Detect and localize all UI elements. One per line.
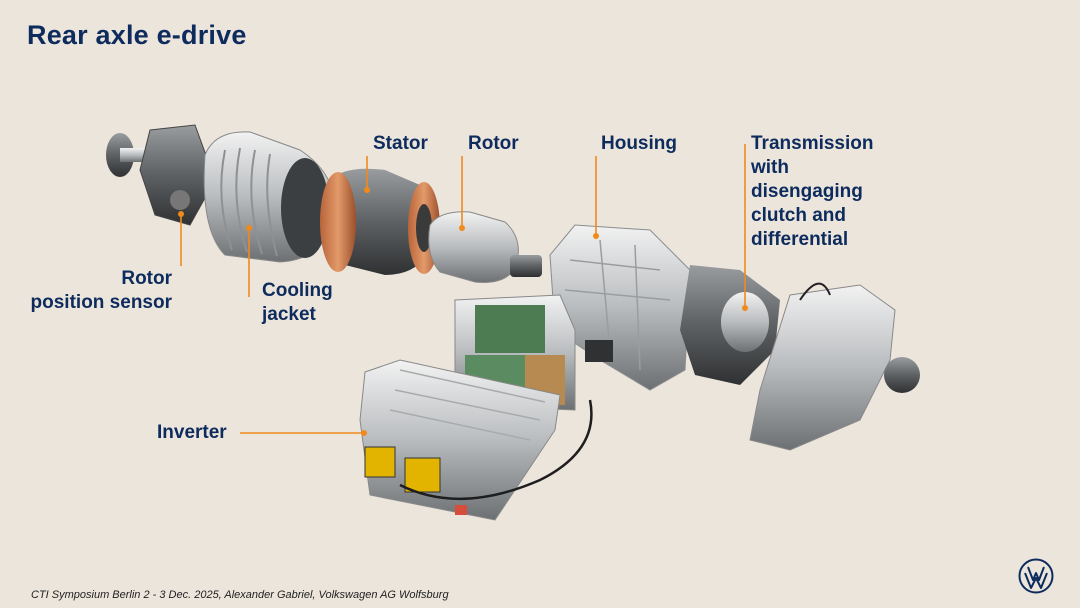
inverter-part <box>359 294 593 521</box>
leader-lines <box>180 144 746 434</box>
transmission-part <box>680 265 920 451</box>
label-housing: Housing <box>601 133 677 154</box>
label-cooling-jacket-line: Cooling <box>262 280 333 301</box>
label-transmission: Transmission with disengaging clutch and… <box>751 132 874 252</box>
label-inverter: Inverter <box>157 422 227 443</box>
label-transmission-line: clutch and <box>751 205 847 226</box>
label-stator: Stator <box>373 133 428 154</box>
stator-part <box>320 168 440 275</box>
label-cooling-jacket: Cooling jacket <box>262 279 333 327</box>
vw-logo-icon <box>1018 558 1054 594</box>
page-title: Rear axle e-drive <box>27 20 247 50</box>
rotor-position-sensor-part <box>106 124 216 226</box>
label-rotor-position-sensor-line: position sensor <box>30 292 172 313</box>
label-transmission-line: with <box>751 157 789 178</box>
label-rotor-position-sensor-line: Rotor <box>121 268 172 289</box>
label-transmission-line: differential <box>751 229 849 250</box>
label-cooling-jacket-line: jacket <box>262 304 316 325</box>
leader-dots <box>178 187 748 436</box>
label-transmission-line: disengaging <box>751 181 863 202</box>
rotor-part <box>428 211 542 283</box>
footer-citation: CTI Symposium Berlin 2 - 3 Dec. 2025, Al… <box>31 589 449 601</box>
label-rotor-position-sensor: Rotor position sensor <box>29 267 172 315</box>
label-rotor: Rotor <box>468 133 519 154</box>
label-transmission-line: Transmission <box>751 133 874 154</box>
cooling-jacket-part <box>203 131 335 263</box>
